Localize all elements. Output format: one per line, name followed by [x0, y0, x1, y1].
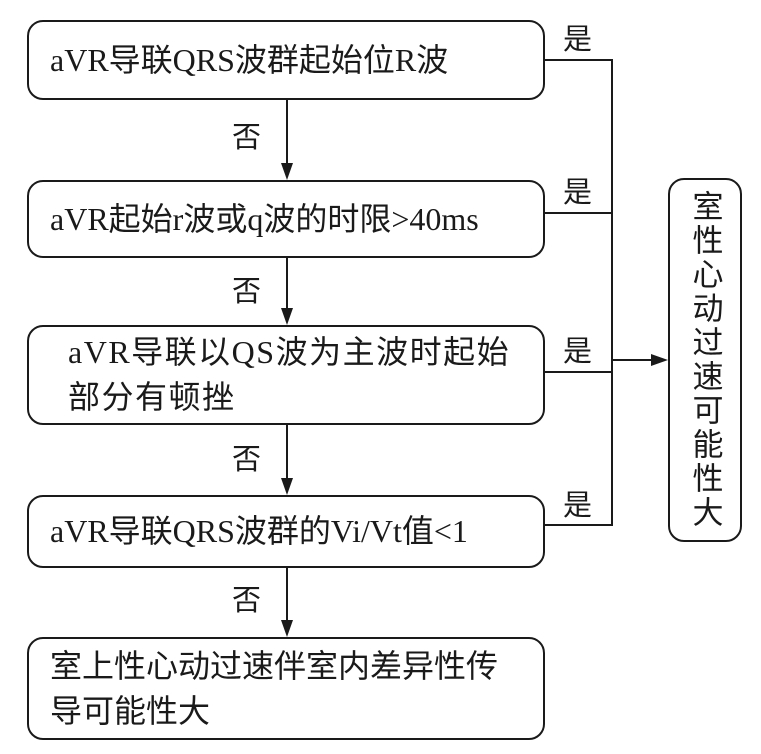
label-no-1: 否: [232, 122, 262, 154]
label-no-4: 否: [232, 585, 262, 617]
decision-2-text: aVR起始r波或q波的时限>40ms: [50, 200, 479, 237]
arrow-no-2-head: [281, 308, 293, 325]
arrow-no-3-head: [281, 478, 293, 495]
label-yes-1: 是: [563, 24, 593, 56]
arrow-no-4-head: [281, 620, 293, 637]
decision-box-3: aVR导联以QS波为主波时起始 部分有顿挫: [27, 325, 545, 425]
outcome-svt-text-line-1: 室上性心动过速伴室内差异性传: [50, 647, 499, 684]
decision-box-2: aVR起始r波或q波的时限>40ms: [27, 180, 545, 258]
outcome-svt-box: 室上性心动过速伴室内差异性传 导可能性大: [27, 637, 545, 740]
decision-box-4: aVR导联QRS波群的Vi/Vt值<1: [27, 495, 545, 568]
decision-3-text-line-2: 部分有顿挫: [68, 379, 236, 415]
decision-3-text-line-1: aVR导联以QS波为主波时起始: [68, 334, 511, 370]
decision-4-text: aVR导联QRS波群的Vi/Vt值<1: [50, 513, 468, 549]
label-yes-4: 是: [563, 490, 593, 522]
decision-box-1: aVR导联QRS波群起始位R波: [27, 20, 545, 100]
arrow-no-1-head: [281, 163, 293, 180]
outcome-vt-box: 室性心动过速可能性大: [668, 178, 742, 542]
outcome-svt-text-line-2: 导可能性大: [50, 692, 211, 729]
decision-1-text: aVR导联QRS波群起始位R波: [50, 41, 449, 78]
arrow-yes-result-head: [651, 354, 668, 366]
label-yes-2: 是: [563, 177, 593, 209]
label-yes-3: 是: [563, 336, 593, 368]
outcome-vt-text: 室性心动过速可能性大: [687, 190, 723, 530]
label-no-2: 否: [232, 276, 262, 308]
label-no-3: 否: [232, 444, 262, 476]
